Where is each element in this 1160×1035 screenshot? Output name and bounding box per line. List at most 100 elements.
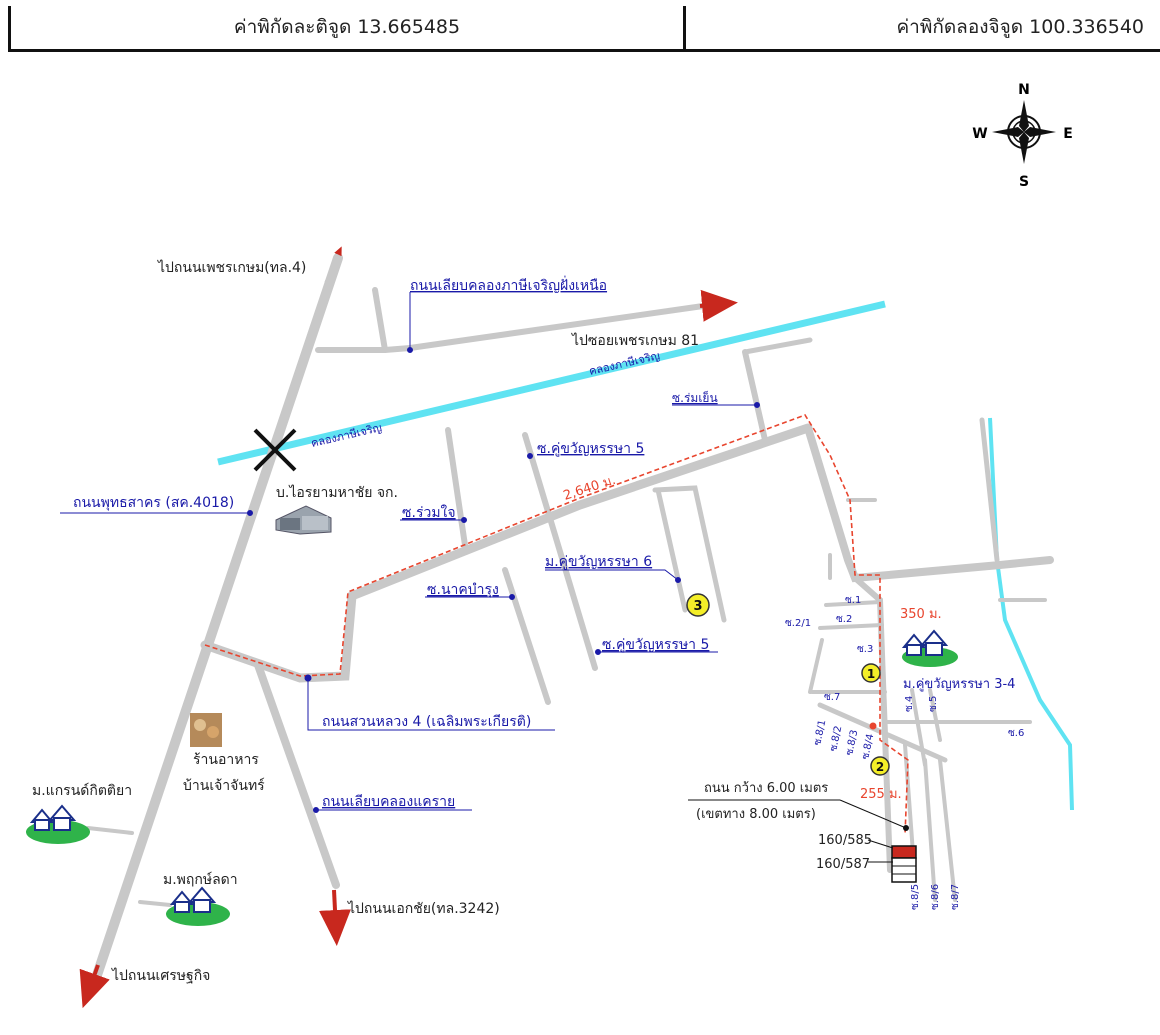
road-grand-spur [86, 826, 134, 835]
label-canal-2: คลองภาษีเจริญ [310, 421, 383, 450]
label-plot-2: 160/587 [816, 857, 870, 872]
road-suanluang4 [200, 423, 813, 683]
road-main-diagonal [87, 253, 343, 995]
road-east-cross [845, 557, 893, 873]
plot-blocks [688, 799, 917, 883]
label-phutthasakhon-road: ถนนพุทธสาคร (สค.4018) [73, 495, 234, 511]
label-plot-1: 160/585 [818, 833, 872, 848]
canal-east [988, 417, 1074, 811]
label-soi8-5: ซ.8/5 [910, 884, 921, 910]
svg-text:3: 3 [693, 599, 702, 614]
road-chomyen-top [742, 337, 813, 355]
coordinate-header [8, 6, 1160, 52]
road-ruamjai [445, 427, 469, 555]
road-east-vertical [979, 417, 1000, 563]
header-divider [683, 6, 686, 52]
latitude-label: ค่าพิกัดละติจูด 13.665485 [233, 16, 461, 38]
road-klong-khrai [254, 661, 340, 889]
label-klong-north-road: ถนนเลียบคลองภาษีเจริญฝั่งเหนือ [410, 276, 607, 294]
label-soi8-7: ซ.8/7 [950, 884, 961, 910]
label-soi8-3: ซ.8/3 [844, 729, 860, 757]
label-moo-phruksa: ม.พฤกษ์ลดา [163, 871, 238, 888]
road-khukhwan6-b [655, 487, 688, 613]
arrow-to-setthakit [79, 964, 110, 1009]
marker-2: 2 [870, 756, 890, 776]
label-soi3: ซ.3 [857, 644, 873, 655]
marker-1: 1 [861, 663, 881, 683]
road-khukhwan6 [652, 485, 727, 623]
label-soi-ruamjai: ซ.ร่วมใจ [402, 504, 456, 521]
road-soi8-6 [923, 758, 937, 902]
road-soi5 [928, 688, 942, 742]
compass-w: W [972, 126, 987, 142]
label-to-setthakit: ไปถนนเศรษฐกิจ [111, 967, 210, 984]
road-khukhwan5 [522, 432, 598, 671]
house-icon-khukhwan34 [901, 629, 958, 667]
road-nakbamrung [502, 567, 551, 705]
label-soi-khukhwan5-top: ซ.คู่ขวัญหรรษา 5 [537, 441, 644, 457]
bridge-cross-icon [253, 428, 297, 472]
plot-labels: ถนน กว้าง 6.00 เมตร (เขตทาง 8.00 เมตร) 2… [696, 781, 902, 872]
label-restaurant-1: ร้านอาหาร [193, 752, 259, 768]
soi-labels: ซ.1 ซ.2 ซ.2/1 ซ.3 350 ม. ม.คู่ขวัญหรรษา … [785, 595, 1024, 910]
label-soi-chomyen: ซ.ร่มเย็น [672, 390, 718, 405]
label-road-reserve: (เขตทาง 8.00 เมตร) [696, 807, 816, 822]
label-to-soi81: ไปซอยเพชรเกษม 81 [571, 332, 699, 349]
label-soi8-4: ซ.8/4 [860, 733, 876, 761]
map-labels: ไปถนนเพชรเกษม(ทล.4) ถนนเลียบคลองภาษีเจริ… [32, 259, 718, 984]
compass-e: E [1063, 126, 1073, 142]
compass-s: S [1019, 174, 1029, 190]
label-suanluang4-road: ถนนสวนหลวง 4 (เฉลิมพระเกียรติ) [322, 714, 531, 730]
compass-n: N [1018, 82, 1030, 98]
canal-phasi-charoen [217, 300, 886, 466]
label-to-ekkachai: ไปถนนเอกชัย(ทล.3242) [347, 900, 500, 917]
end-arrows [79, 246, 738, 1009]
label-moo-khukhwan34: ม.คู่ขวัญหรรษา 3-4 [903, 677, 1015, 692]
arrow-to-phetkasem [324, 246, 342, 283]
label-moo-khukhwan6: ม.คู่ขวัญหรรษา 6 [545, 554, 652, 570]
label-klong-khrai-road: ถนนเลียบคลองแคราย [322, 794, 455, 810]
arrow-to-soi81 [699, 289, 738, 322]
label-soi1: ซ.1 [845, 595, 861, 606]
road-soi3-left [808, 638, 824, 694]
label-distance-255: 255 ม. [860, 787, 902, 802]
road-east-trunk [804, 424, 1054, 583]
label-soi-nakbamrung: ซ.นาคบำรุง [427, 582, 499, 598]
leader-plot-1 [867, 839, 894, 849]
label-soi6: ซ.6 [1008, 728, 1024, 739]
label-soi5: ซ.5 [928, 696, 939, 712]
road-soi1 [824, 600, 882, 607]
label-soi7: ซ.7 [824, 692, 840, 703]
svg-text:2: 2 [876, 760, 884, 774]
label-canal-1: คลองภาษีเจริญ [588, 349, 661, 378]
leader-road-width-2 [839, 799, 907, 829]
road-soi8-7 [938, 758, 957, 902]
label-soi8-6: ซ.8/6 [930, 884, 941, 910]
road-chomyen [742, 349, 768, 443]
label-to-phetkasem: ไปถนนเพชรเกษม(ทล.4) [157, 259, 306, 276]
label-company: บ.ไอรยามหาชัย จก. [276, 484, 398, 501]
house-icon-grand [26, 804, 90, 844]
compass-icon: N S E W [972, 82, 1073, 190]
label-soi2-1: ซ.2/1 [785, 618, 811, 629]
svg-text:1: 1 [867, 667, 875, 681]
label-soi8-1: ซ.8/1 [812, 719, 828, 747]
red-pin [869, 722, 877, 730]
roads [86, 253, 1054, 995]
leader-lines [60, 292, 760, 813]
house-icon-phruksa [166, 886, 230, 926]
label-moo-grand: ม.แกรนด์กิตติยา [32, 782, 132, 799]
label-road-width: ถนน กว้าง 6.00 เมตร [704, 781, 828, 796]
road-soi7 [817, 702, 948, 763]
restaurant-photo [190, 713, 222, 747]
marker-3: 3 [686, 593, 710, 617]
route-dashed-line [204, 414, 909, 836]
arrow-to-ekkachai [319, 889, 351, 946]
longitude-label: ค่าพิกัดลองจิจูด 100.336540 [896, 16, 1144, 38]
road-soi2 [818, 623, 884, 630]
label-restaurant-2: บ้านเจ้าจันทร์ [183, 777, 265, 794]
road-klong-north [315, 302, 713, 353]
label-soi8-2: ซ.8/2 [828, 725, 844, 753]
company-building-icon [275, 505, 332, 535]
